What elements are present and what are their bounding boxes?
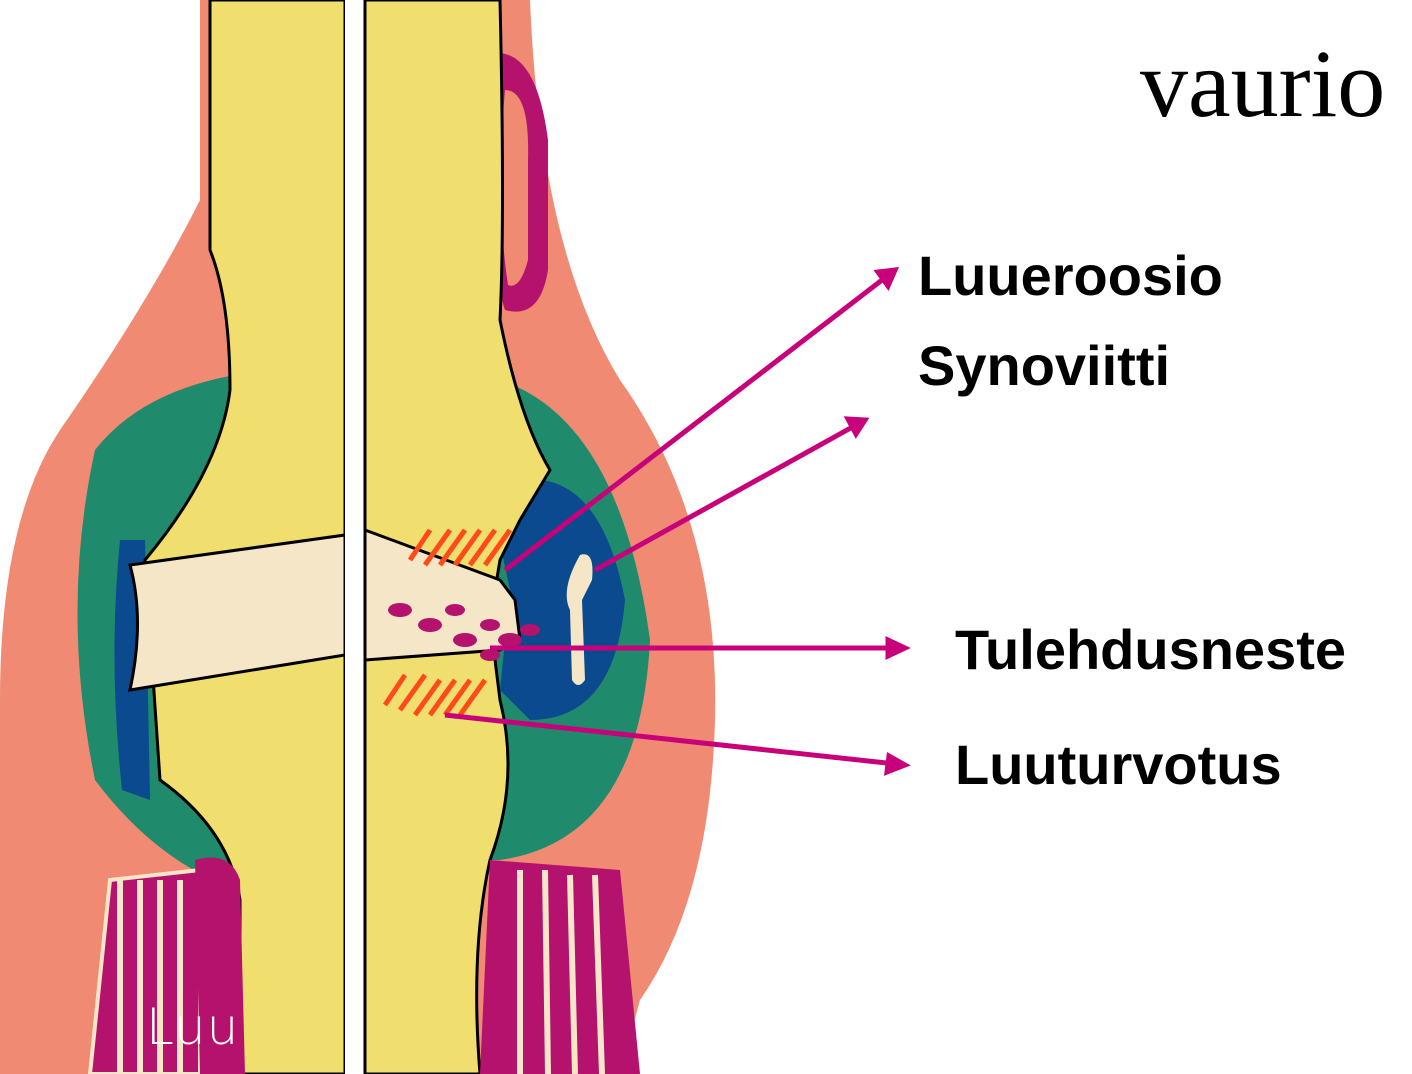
label-bone-erosion: Luueroosio [918,248,1223,304]
label-inflammatory-fluid: Tulehdusneste [955,622,1346,678]
arrow-luuturvotus-head [887,756,905,772]
affected-joint-half [365,0,715,1074]
muscle-top-right-inner [501,90,528,286]
arrow-tulehdusneste-head [888,640,905,656]
label-bone-edema: Luuturvotus [955,737,1282,793]
tendons-bottom-right [480,860,640,1074]
label-synovitis: Synoviitti [918,338,1170,394]
label-bone: Luu [146,1002,239,1052]
title-fragment: vaurio [1140,36,1385,132]
arrow-synoviitti-head [848,419,865,434]
divider [345,0,365,1074]
healthy-joint-half [0,0,345,1074]
